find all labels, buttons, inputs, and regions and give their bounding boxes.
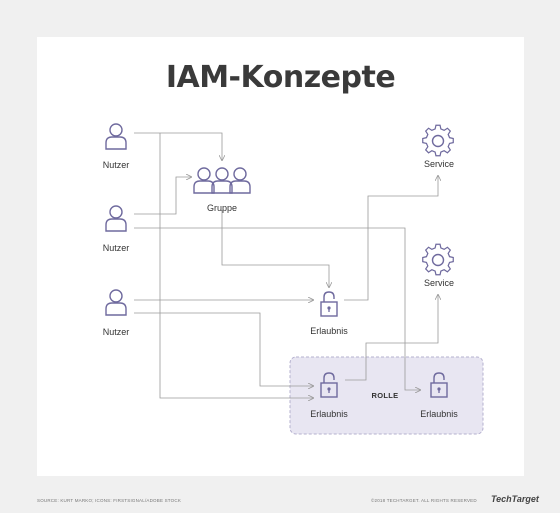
connector-user2-group [134, 177, 191, 215]
connector-user2-role-right [134, 227, 420, 390]
permission-label: Erlaubnis [420, 409, 458, 419]
connector-group-perm [221, 210, 329, 287]
service-label: Service [423, 278, 455, 288]
user-label: Nutzer [102, 327, 130, 337]
connector-perm-service1 [344, 176, 438, 301]
gear-icon [421, 243, 455, 276]
role-label: ROLLE [371, 391, 399, 400]
user-icon [105, 123, 127, 150]
diagram-title: IAM-Konzepte [165, 60, 396, 95]
source-credit: SOURCE: KURT MARKO; ICONS: FIRSTSIGNAL/A… [37, 498, 182, 503]
connector-user1-role [159, 133, 313, 398]
techtarget-logo: TechTarget [491, 494, 539, 504]
user-icon [105, 205, 127, 232]
group-label: Gruppe [206, 203, 238, 213]
group-icon [193, 167, 251, 194]
service-label: Service [423, 159, 455, 169]
user-icon [105, 289, 127, 316]
connector-user3-role [134, 312, 313, 386]
copyright-notice: ©2018 TECHTARGET. ALL RIGHTS RESERVED [371, 498, 477, 503]
lock-icon [320, 291, 338, 317]
user-label: Nutzer [102, 243, 130, 253]
user-label: Nutzer [102, 160, 130, 170]
connector-user1-group [134, 132, 222, 160]
connector-role-service2 [345, 295, 438, 381]
connector-lines [134, 132, 438, 398]
gear-icon [421, 124, 455, 157]
permission-label: Erlaubnis [310, 409, 348, 419]
permission-label: Erlaubnis [310, 326, 348, 336]
